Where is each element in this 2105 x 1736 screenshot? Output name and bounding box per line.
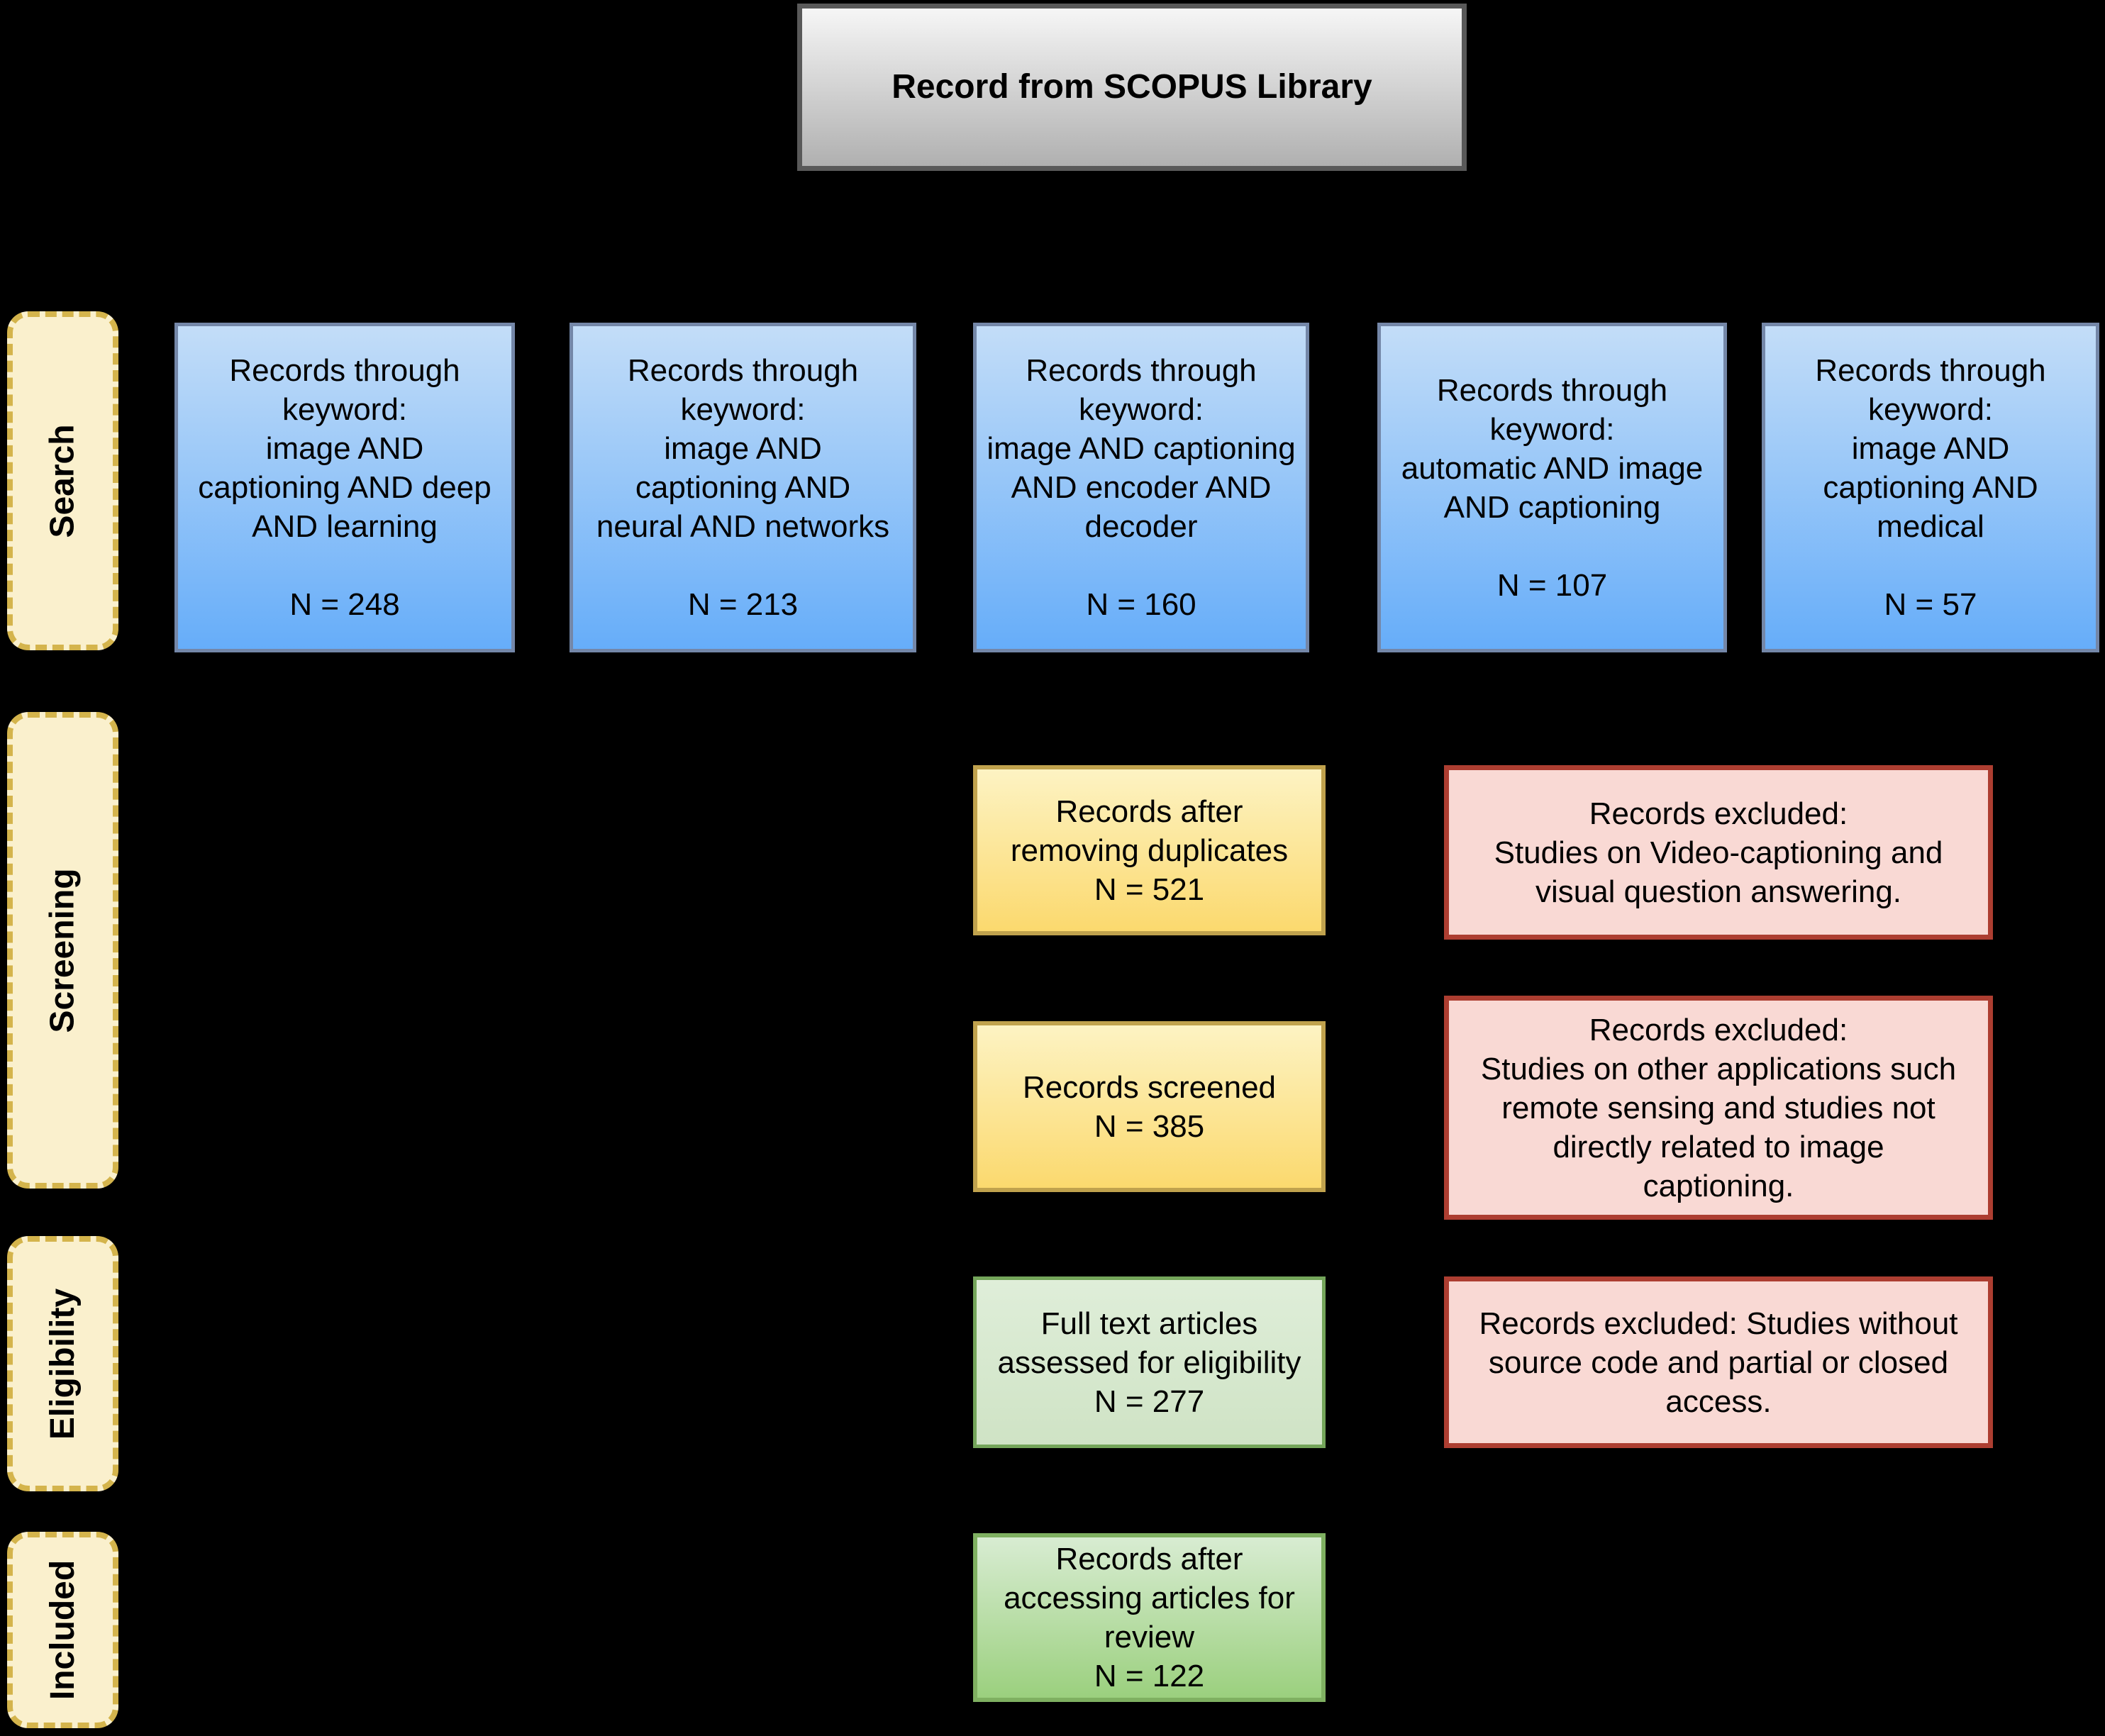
excluded-no-source-code-box: Records excluded: Studies without source… <box>1444 1276 1993 1448</box>
stage-label-included: Included <box>7 1532 118 1728</box>
search-keyword-box-2: Records through keyword: image AND capti… <box>570 323 916 652</box>
stage-label-eligibility: Eligibility <box>7 1236 118 1491</box>
excluded-other-applications-box: Records excluded: Studies on other appli… <box>1444 996 1993 1220</box>
fulltext-assessed-box: Full text articles assessed for eligibil… <box>973 1276 1326 1448</box>
stage-label-screening-text: Screening <box>44 867 82 1033</box>
stage-label-included-text: Included <box>44 1559 82 1701</box>
records-screened-box: Records screened N = 385 <box>973 1021 1326 1192</box>
duplicates-removed-box: Records after removing duplicates N = 52… <box>973 765 1326 935</box>
excluded-video-captioning-box: Records excluded: Studies on Video-capti… <box>1444 765 1993 940</box>
stage-label-screening: Screening <box>7 712 118 1189</box>
search-keyword-box-4: Records through keyword: automatic AND i… <box>1377 323 1727 652</box>
search-keyword-box-1: Records through keyword: image AND capti… <box>174 323 515 652</box>
stage-label-search-text: Search <box>44 423 82 538</box>
included-records-box: Records after accessing articles for rev… <box>973 1533 1326 1702</box>
source-box: Record from SCOPUS Library <box>797 4 1467 171</box>
search-keyword-box-5: Records through keyword: image AND capti… <box>1762 323 2099 652</box>
search-keyword-box-3: Records through keyword: image AND capti… <box>973 323 1309 652</box>
stage-label-eligibility-text: Eligibility <box>44 1288 82 1440</box>
stage-label-search: Search <box>7 311 118 650</box>
